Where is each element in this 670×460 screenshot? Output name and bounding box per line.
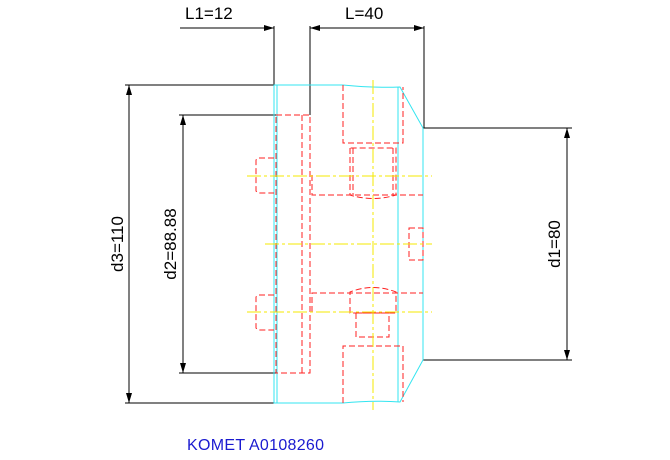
dimension-lines bbox=[125, 25, 572, 404]
L-label: L=40 bbox=[345, 4, 383, 23]
d2-label: d2=88.88 bbox=[161, 208, 180, 279]
d3-label: d3=110 bbox=[108, 216, 127, 272]
part-number-caption: KOMET A0108260 bbox=[187, 437, 325, 454]
center-lines bbox=[247, 80, 432, 410]
L1-label: L1=12 bbox=[185, 4, 233, 23]
d1-label: d1=80 bbox=[545, 220, 564, 268]
